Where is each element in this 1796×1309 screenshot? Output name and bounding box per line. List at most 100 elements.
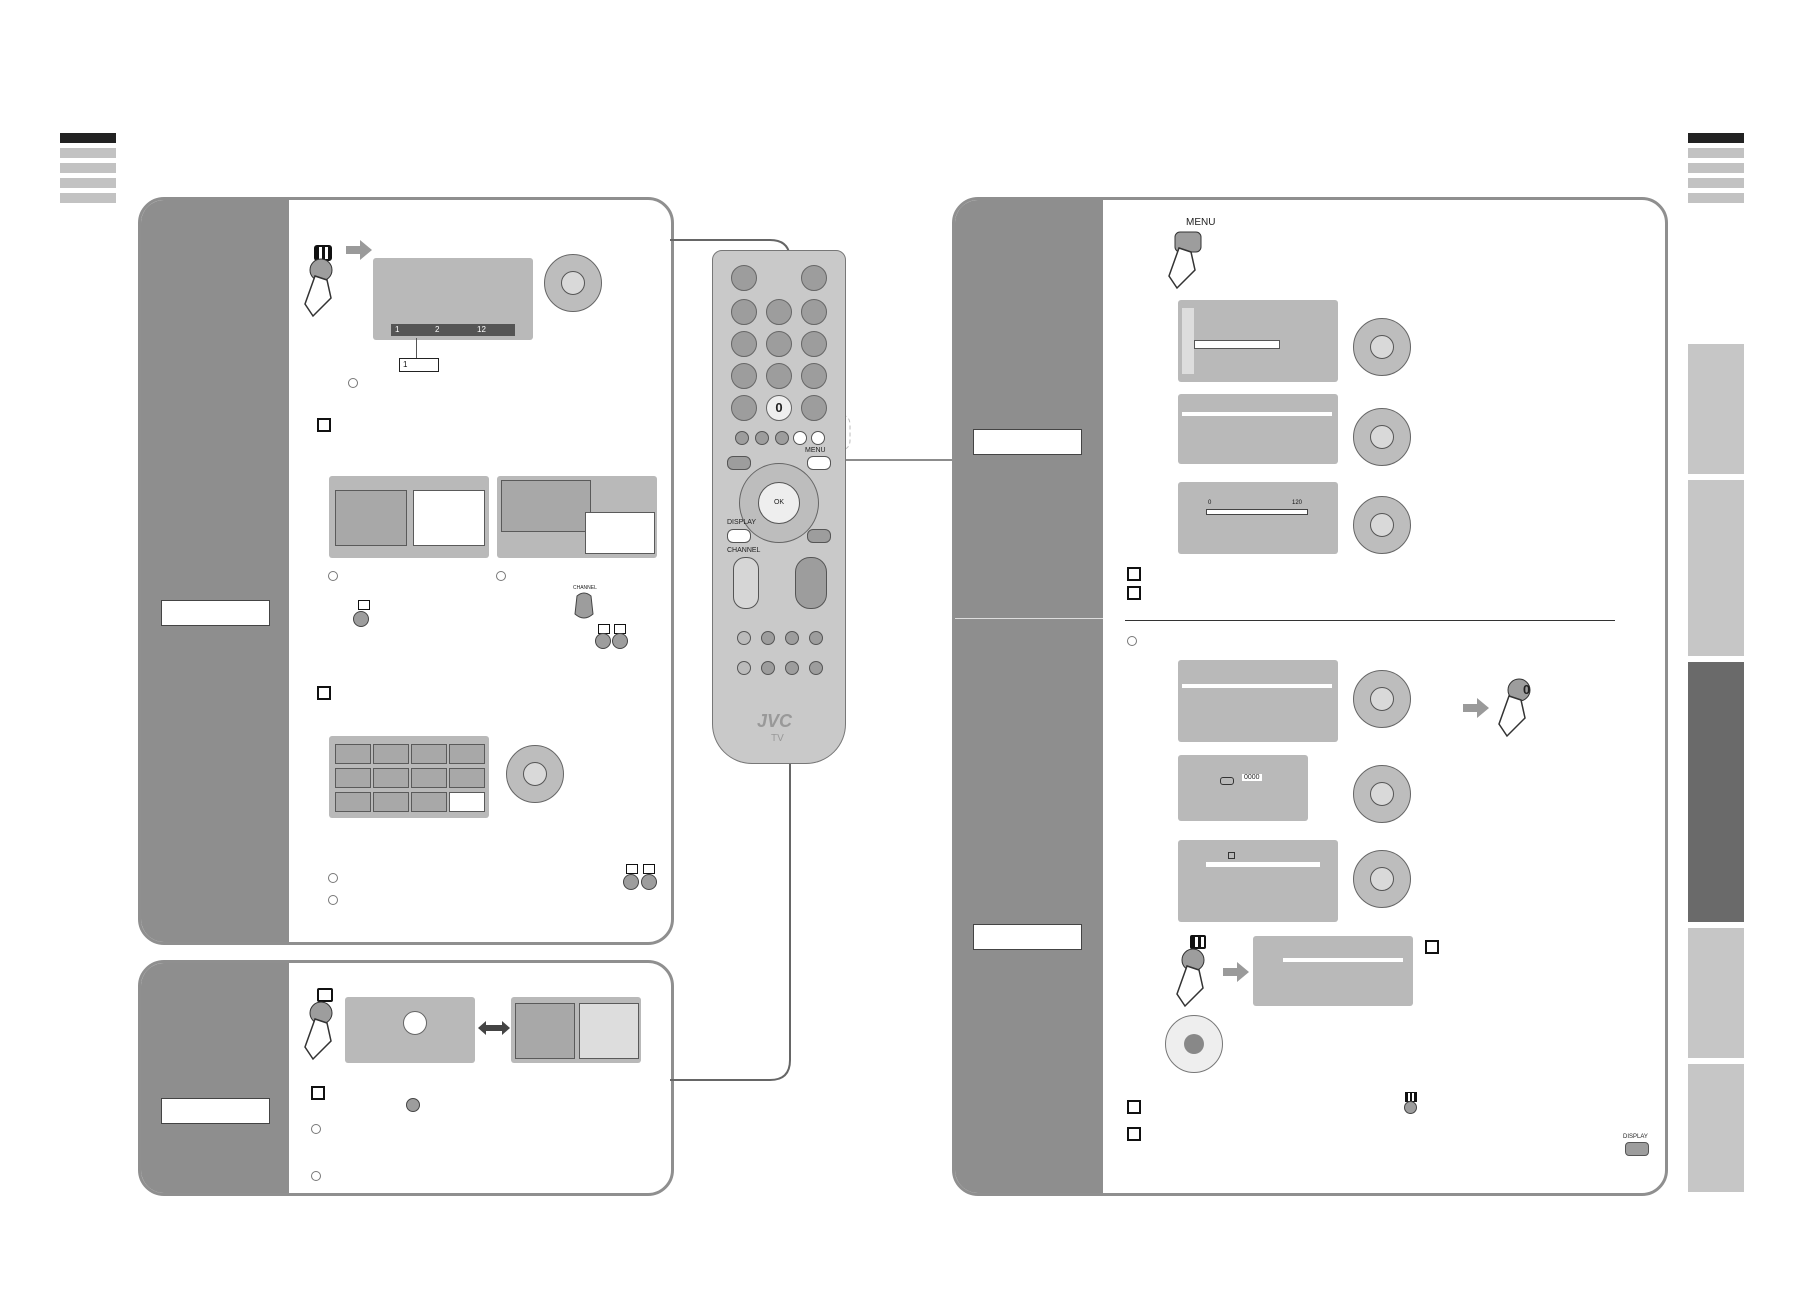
right-oval-key[interactable]	[807, 529, 831, 543]
lock-icon	[1228, 852, 1235, 859]
ok-dpad-icon[interactable]	[1353, 850, 1411, 908]
num-button[interactable]	[801, 299, 827, 325]
num-button[interactable]	[731, 395, 757, 421]
menu-row-highlight[interactable]	[1182, 412, 1332, 416]
num-button[interactable]	[801, 331, 827, 357]
power-button[interactable]	[731, 265, 757, 291]
display-button[interactable]	[1625, 1142, 1649, 1156]
up-button[interactable]	[623, 874, 639, 890]
ok-button[interactable]: OK	[758, 482, 800, 524]
grid-cell	[335, 768, 371, 788]
split-right	[579, 1003, 639, 1059]
num-button[interactable]	[731, 331, 757, 357]
ok-dpad-icon[interactable]	[506, 745, 564, 803]
thumb-strip-bar: 1 2 12	[391, 324, 515, 336]
small-remote-button[interactable]	[353, 611, 369, 627]
menu-row-highlight[interactable]	[1182, 684, 1332, 688]
num-button[interactable]	[766, 331, 792, 357]
menu-icon-column	[1182, 308, 1194, 374]
subpage-down-key[interactable]	[737, 661, 751, 675]
brand-logo: JVC	[757, 711, 793, 731]
small-key[interactable]	[775, 431, 789, 445]
tv-button[interactable]	[801, 265, 827, 291]
num-button[interactable]	[731, 299, 757, 325]
num-button[interactable]	[801, 363, 827, 389]
chapter-tab-1[interactable]	[1688, 344, 1744, 474]
small-key[interactable]	[809, 661, 823, 675]
code-value[interactable]: 0000	[1242, 774, 1262, 781]
nav-ring[interactable]: OK	[739, 463, 819, 543]
num-button[interactable]	[766, 363, 792, 389]
section-square-marker	[1127, 1100, 1141, 1114]
zero-button[interactable]: 0	[766, 395, 792, 421]
note-bullet	[328, 873, 338, 883]
grid-cell	[411, 744, 447, 764]
small-key[interactable]	[785, 661, 799, 675]
display-button[interactable]	[727, 529, 751, 543]
small-remote-button[interactable]	[406, 1098, 420, 1112]
panel-sidebar	[141, 963, 289, 1193]
hand-press-icon[interactable]	[301, 1001, 339, 1061]
ok-dpad-icon[interactable]	[1353, 670, 1411, 728]
hand-press-icon[interactable]	[1495, 678, 1533, 738]
chapter-tab-2[interactable]	[1688, 480, 1744, 656]
small-remote-button[interactable]	[1404, 1101, 1417, 1114]
panel-right: MENU 0 120 0 0000	[952, 197, 1668, 1196]
display-key-label: DISPLAY	[1623, 1134, 1648, 1140]
small-key[interactable]	[761, 661, 775, 675]
section-square-marker	[1127, 1127, 1141, 1141]
thumb-2[interactable]: 2	[435, 325, 440, 334]
ok-dpad-icon[interactable]	[1353, 496, 1411, 554]
chapter-tab-4[interactable]	[1688, 928, 1744, 1058]
slider-track[interactable]	[1206, 509, 1308, 515]
ok-dpad-icon[interactable]	[1353, 765, 1411, 823]
note-bullet	[311, 1124, 321, 1134]
ok-press-icon[interactable]	[1165, 1015, 1223, 1073]
thumb-12[interactable]: 12	[477, 325, 486, 334]
note-bullet	[328, 895, 338, 905]
note-bullet	[1127, 636, 1137, 646]
index-icon	[626, 864, 638, 874]
num-button[interactable]	[766, 299, 792, 325]
panel-left-bottom	[138, 960, 674, 1196]
ok-dpad-icon[interactable]	[544, 254, 602, 312]
chapter-tab-5[interactable]	[1688, 1064, 1744, 1192]
ok-dpad-icon[interactable]	[1353, 318, 1411, 376]
small-key[interactable]	[809, 631, 823, 645]
menu-row-highlight[interactable]	[1283, 958, 1403, 962]
small-key[interactable]	[755, 431, 769, 445]
channel-rocker[interactable]	[733, 557, 759, 609]
teletext-key[interactable]	[811, 431, 825, 445]
index-key[interactable]	[737, 631, 751, 645]
up-button[interactable]	[595, 633, 611, 649]
small-key[interactable]	[735, 431, 749, 445]
num-button[interactable]	[801, 395, 827, 421]
menu-highlight[interactable]	[1194, 340, 1280, 349]
split-main	[501, 480, 591, 532]
arrow-right-icon	[1463, 698, 1489, 718]
menu-button[interactable]	[807, 456, 831, 470]
display-label: DISPLAY	[727, 519, 757, 526]
num-button[interactable]	[731, 363, 757, 389]
grid-cell	[449, 768, 485, 788]
small-key[interactable]	[761, 631, 775, 645]
hand-press-icon[interactable]	[301, 258, 339, 318]
menu-row-highlight[interactable]	[1206, 862, 1320, 867]
down-button[interactable]	[641, 874, 657, 890]
split-left	[335, 490, 407, 546]
menu-screen-1	[1178, 300, 1338, 382]
section-marker-right	[1688, 133, 1744, 203]
channel-rocker-icon[interactable]	[571, 592, 597, 622]
ok-dpad-icon[interactable]	[1353, 408, 1411, 466]
small-key[interactable]	[785, 631, 799, 645]
thumb-1[interactable]: 1	[395, 325, 400, 334]
left-oval-key[interactable]	[727, 456, 751, 470]
hand-press-icon[interactable]	[1173, 948, 1211, 1008]
split-sub	[585, 512, 655, 554]
chapter-tab-3-active[interactable]	[1688, 662, 1744, 922]
section-square-marker	[1127, 586, 1141, 600]
hand-press-icon[interactable]	[1165, 230, 1203, 290]
subpage-key[interactable]	[793, 431, 807, 445]
volume-rocker[interactable]	[795, 557, 827, 609]
down-button[interactable]	[612, 633, 628, 649]
